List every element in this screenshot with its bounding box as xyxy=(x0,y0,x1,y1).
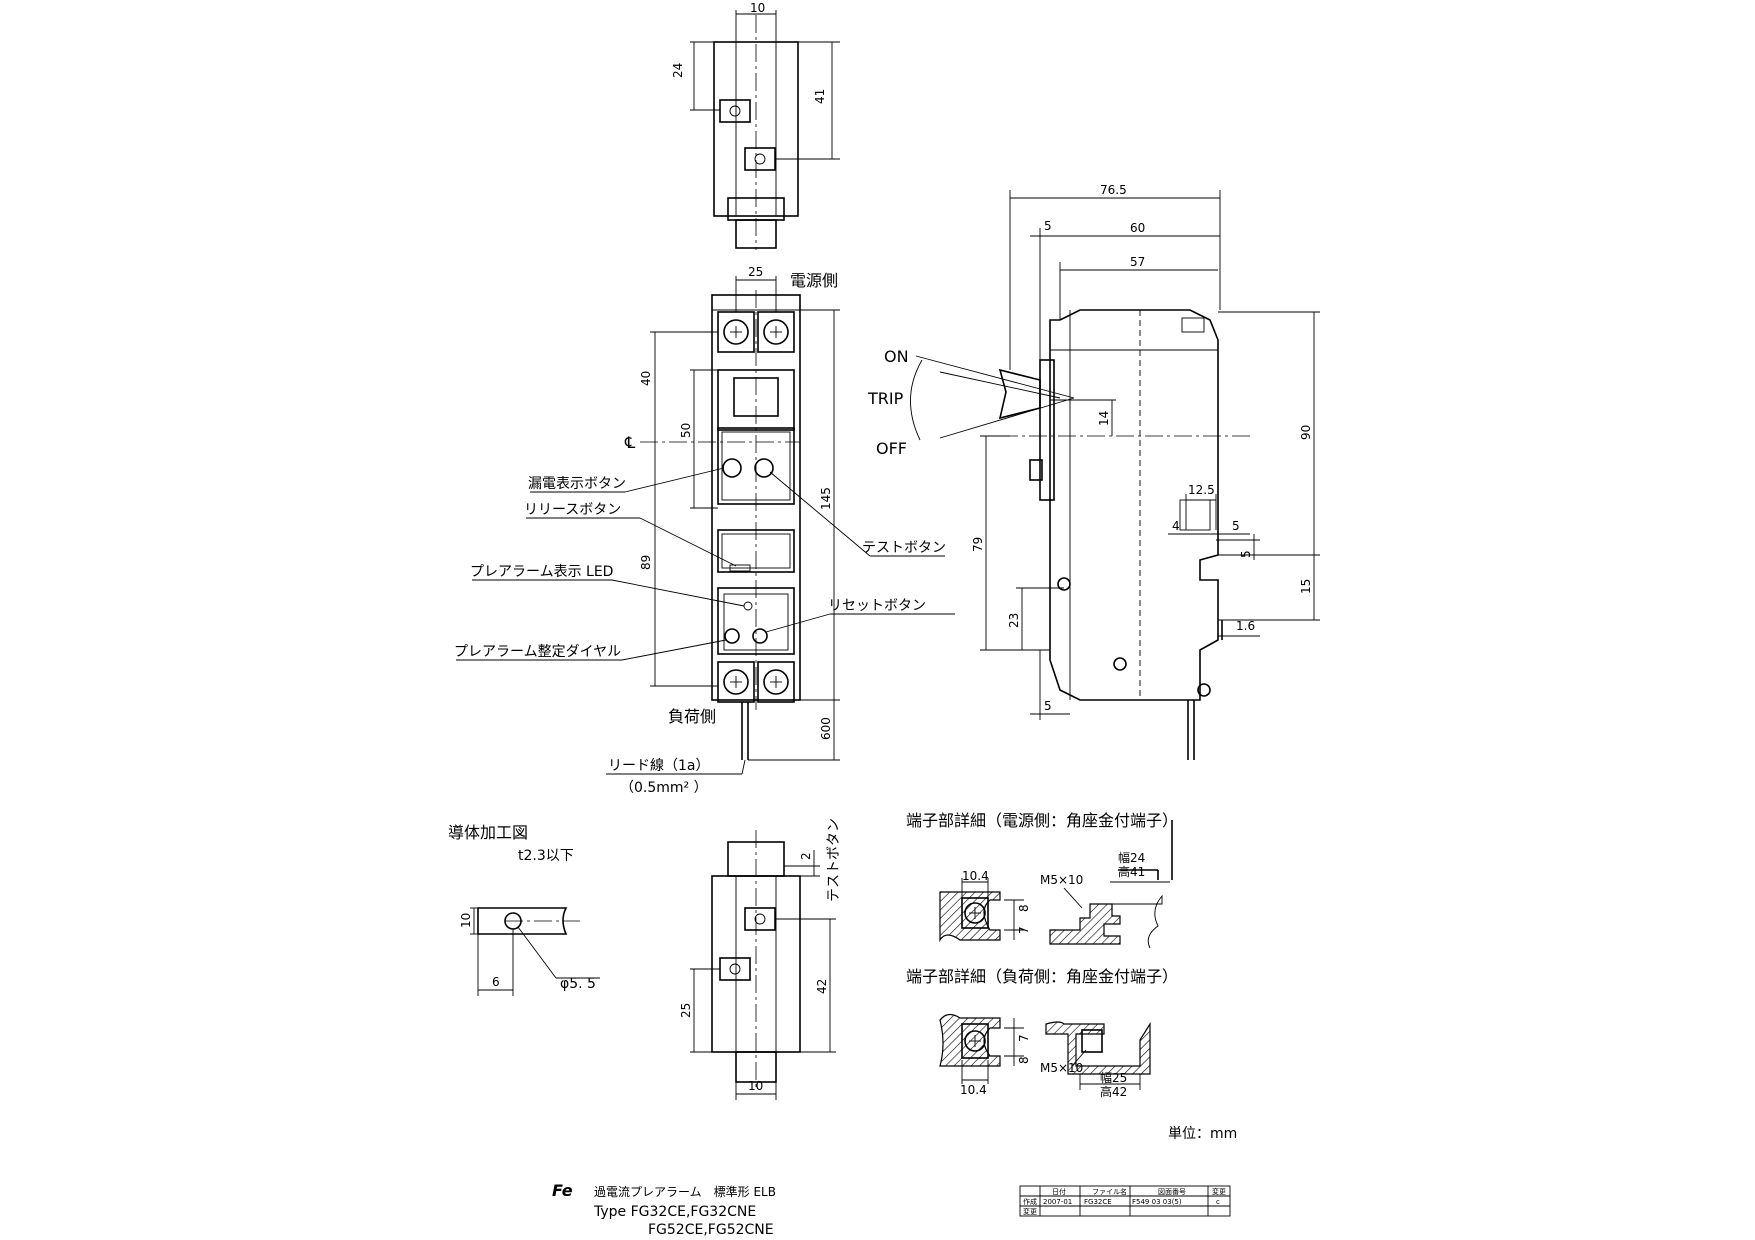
terminal-supply-dim-7: 7 xyxy=(1017,926,1031,934)
rev-h4: 変更 xyxy=(1212,1187,1226,1196)
rev-r1-1: 2007-01 xyxy=(1043,1198,1072,1206)
bottom-dim-25: 25 xyxy=(679,1003,693,1018)
conductor-dim-10: 10 xyxy=(459,913,473,928)
handle-trip: TRIP xyxy=(867,389,904,408)
conductor-title: 導体加工図 xyxy=(448,823,528,842)
terminal-supply-dim-8: 8 xyxy=(1017,904,1031,912)
bottom-dim-42: 42 xyxy=(815,979,829,994)
dim-side-14: 14 xyxy=(1097,411,1111,426)
revision-table: 日付 ファイル名 図面番号 変更 作成 2007-01 FG32CE F549 … xyxy=(1019,1185,1231,1217)
dim-side-15: 15 xyxy=(1299,579,1313,594)
dim-side-5-a: 5 xyxy=(1232,519,1240,533)
label-supply-side: 電源側 xyxy=(790,271,838,290)
rev-r1-3: F549 03 03(5) xyxy=(1132,1198,1182,1206)
dim-side-5-top: 5 xyxy=(1044,219,1052,233)
callout-prealarm-led: プレアラーム表示 LED xyxy=(470,564,613,580)
rev-r2-0: 変更 xyxy=(1023,1207,1037,1216)
dim-side-5-bottom: 5 xyxy=(1044,699,1052,713)
dim-front-25: 25 xyxy=(748,265,763,279)
terminal-load-screw: M5×10 xyxy=(1040,1061,1083,1075)
conductor-dim-6: 6 xyxy=(492,975,500,989)
dim-side-57: 57 xyxy=(1130,255,1145,269)
callout-release-button: リリースボタン xyxy=(524,502,621,518)
product-name: 過電流プレアラーム 標準形 ELB xyxy=(594,1184,776,1199)
callout-lead-wire: リード線（1a） xyxy=(608,758,710,774)
type-line-2: FG52CE,FG52CNE xyxy=(648,1222,774,1238)
terminal-load-dim-8: 8 xyxy=(1017,1056,1031,1064)
title-block: Fe 過電流プレアラーム 標準形 ELB Type FG32CE,FG32CNE… xyxy=(552,1181,776,1238)
dim-top-width: 10 xyxy=(750,1,765,15)
conductor-hole: φ5. 5 xyxy=(560,976,596,992)
dim-side-1-6: 1.6 xyxy=(1236,619,1255,633)
terminal-load-dim-10-4: 10.4 xyxy=(960,1083,987,1097)
dim-side-60: 60 xyxy=(1130,221,1145,235)
dim-side-90: 90 xyxy=(1299,425,1313,440)
dim-top-41: 41 xyxy=(813,89,827,104)
dim-side-76-5: 76.5 xyxy=(1100,183,1127,197)
terminal-load-width: 幅25 xyxy=(1100,1070,1127,1085)
dim-front-145: 145 xyxy=(819,487,833,510)
front-view: 25 電源側 40 50 ℄ 89 145 600 負荷側 xyxy=(624,265,840,761)
unit-label: 単位：mm xyxy=(1168,1126,1237,1142)
bottom-dim-10: 10 xyxy=(748,1079,763,1093)
bottom-view: 2 テストボタン 25 42 10 xyxy=(679,818,842,1100)
terminal-supply-width: 幅24 xyxy=(1118,850,1145,865)
terminal-supply-screw: M5×10 xyxy=(1040,873,1083,887)
callout-prealarm-dial: プレアラーム整定ダイヤル xyxy=(454,644,621,660)
callout-lead-wire-size: （0.5mm² ） xyxy=(620,780,708,796)
terminal-load-detail: 端子部詳細（負荷側：角座金付端子） 10.4 7 8 M5×10 幅25 高42 xyxy=(906,967,1178,1099)
type-line-1: Type FG32CE,FG32CNE xyxy=(593,1204,756,1220)
rev-r1-2: FG32CE xyxy=(1084,1198,1112,1206)
bottom-test-button-vertical: テストボタン xyxy=(826,818,842,902)
side-view: ON TRIP OFF 76.5 5 60 57 14 90 79 12.5 xyxy=(867,183,1320,760)
bottom-dim-2: 2 xyxy=(799,852,813,860)
fe-logo: Fe xyxy=(552,1181,573,1200)
dim-front-89: 89 xyxy=(639,555,653,570)
conductor-thickness: t2.3以下 xyxy=(518,848,574,864)
terminal-load-dim-7: 7 xyxy=(1017,1034,1031,1042)
rev-r1-0: 作成 xyxy=(1023,1197,1037,1206)
dim-side-23: 23 xyxy=(1007,613,1021,628)
terminal-supply-title: 端子部詳細（電源側：角座金付端子） xyxy=(906,811,1178,830)
callout-reset-button: リセットボタン xyxy=(828,598,926,614)
terminal-load-height: 高42 xyxy=(1100,1084,1127,1099)
rev-h1: 日付 xyxy=(1052,1187,1066,1196)
dim-front-50: 50 xyxy=(679,423,693,438)
terminal-supply-height: 高41 xyxy=(1118,864,1145,879)
callout-test-button: テストボタン xyxy=(862,540,946,556)
rev-h3: 図面番号 xyxy=(1158,1188,1186,1196)
top-view: 10 24 41 xyxy=(671,1,840,250)
centerline-symbol: ℄ xyxy=(624,433,636,452)
dim-side-5-b: 5 xyxy=(1239,550,1253,558)
terminal-load-title: 端子部詳細（負荷側：角座金付端子） xyxy=(906,967,1178,986)
dim-side-79: 79 xyxy=(971,537,985,552)
rev-r1-4: c xyxy=(1216,1198,1220,1206)
dim-top-24: 24 xyxy=(671,63,685,78)
handle-off: OFF xyxy=(876,439,907,458)
terminal-supply-detail: 端子部詳細（電源側：角座金付端子） 10.4 8 7 M5×10 幅24 高41 xyxy=(906,811,1178,949)
handle-on: ON xyxy=(884,347,909,366)
dim-front-40: 40 xyxy=(639,371,653,386)
callouts: 漏電表示ボタン リリースボタン プレアラーム表示 LED プレアラーム整定ダイヤ… xyxy=(454,467,955,796)
dim-side-4: 4 xyxy=(1172,519,1180,533)
callout-leak-indicator-button: 漏電表示ボタン xyxy=(528,476,626,492)
label-load-side: 負荷側 xyxy=(668,707,716,726)
conductor-drawing: 導体加工図 t2.3以下 10 6 φ5. 5 xyxy=(448,823,600,996)
dim-side-12-5: 12.5 xyxy=(1188,483,1215,497)
terminal-supply-dim-10-4: 10.4 xyxy=(962,869,989,883)
dim-front-600: 600 xyxy=(819,717,833,740)
rev-h2: ファイル名 xyxy=(1092,1187,1127,1196)
